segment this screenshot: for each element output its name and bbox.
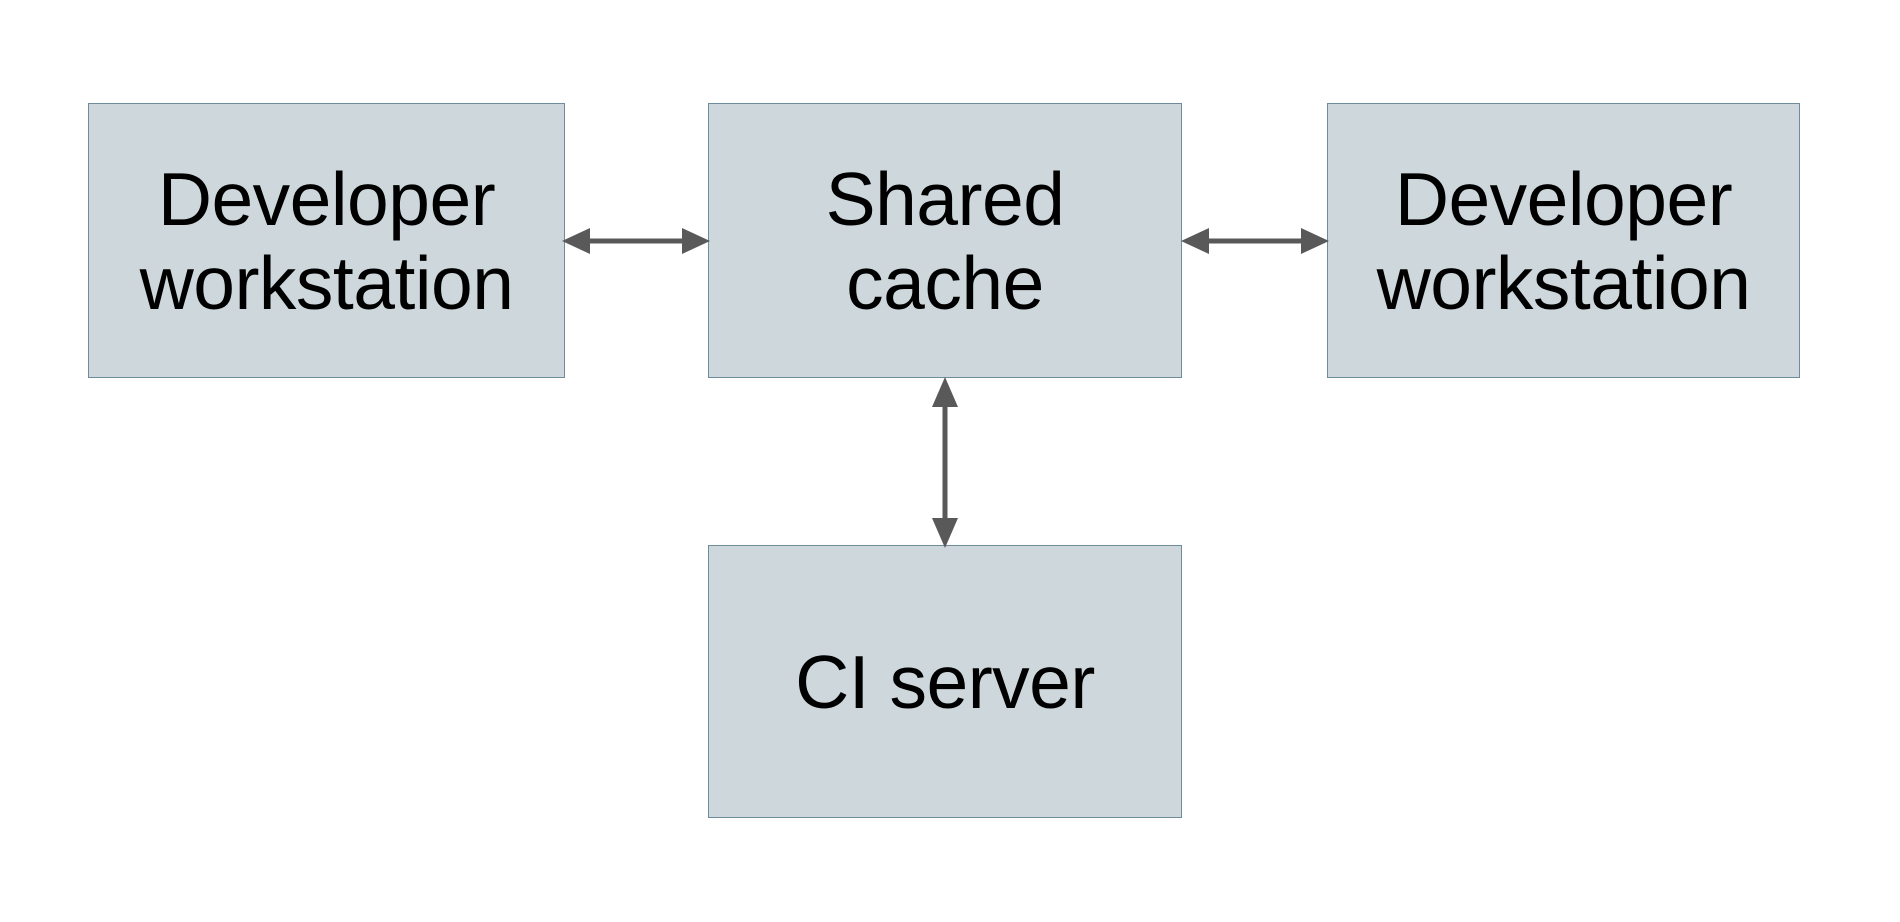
arrowhead-left-icon xyxy=(562,228,590,254)
node-label-developer-workstation-left: Developer workstation xyxy=(139,156,514,325)
edge-developer-left-to-shared-cache[interactable] xyxy=(560,210,712,272)
node-ci-server[interactable]: CI server xyxy=(708,545,1182,818)
arrowhead-left-icon xyxy=(1181,228,1209,254)
arrowhead-right-icon xyxy=(1301,228,1329,254)
edge-shared-cache-to-ci-server[interactable] xyxy=(914,374,976,551)
node-label-shared-cache: Shared cache xyxy=(825,156,1065,325)
arrowhead-down-icon xyxy=(932,518,958,548)
node-developer-workstation-right[interactable]: Developer workstation xyxy=(1327,103,1800,378)
edge-shared-cache-to-developer-right[interactable] xyxy=(1178,210,1331,272)
node-shared-cache[interactable]: Shared cache xyxy=(708,103,1182,378)
arrowhead-up-icon xyxy=(932,377,958,407)
node-developer-workstation-left[interactable]: Developer workstation xyxy=(88,103,565,378)
node-label-ci-server: CI server xyxy=(795,639,1095,724)
node-label-developer-workstation-right: Developer workstation xyxy=(1376,156,1751,325)
arrowhead-right-icon xyxy=(682,228,710,254)
